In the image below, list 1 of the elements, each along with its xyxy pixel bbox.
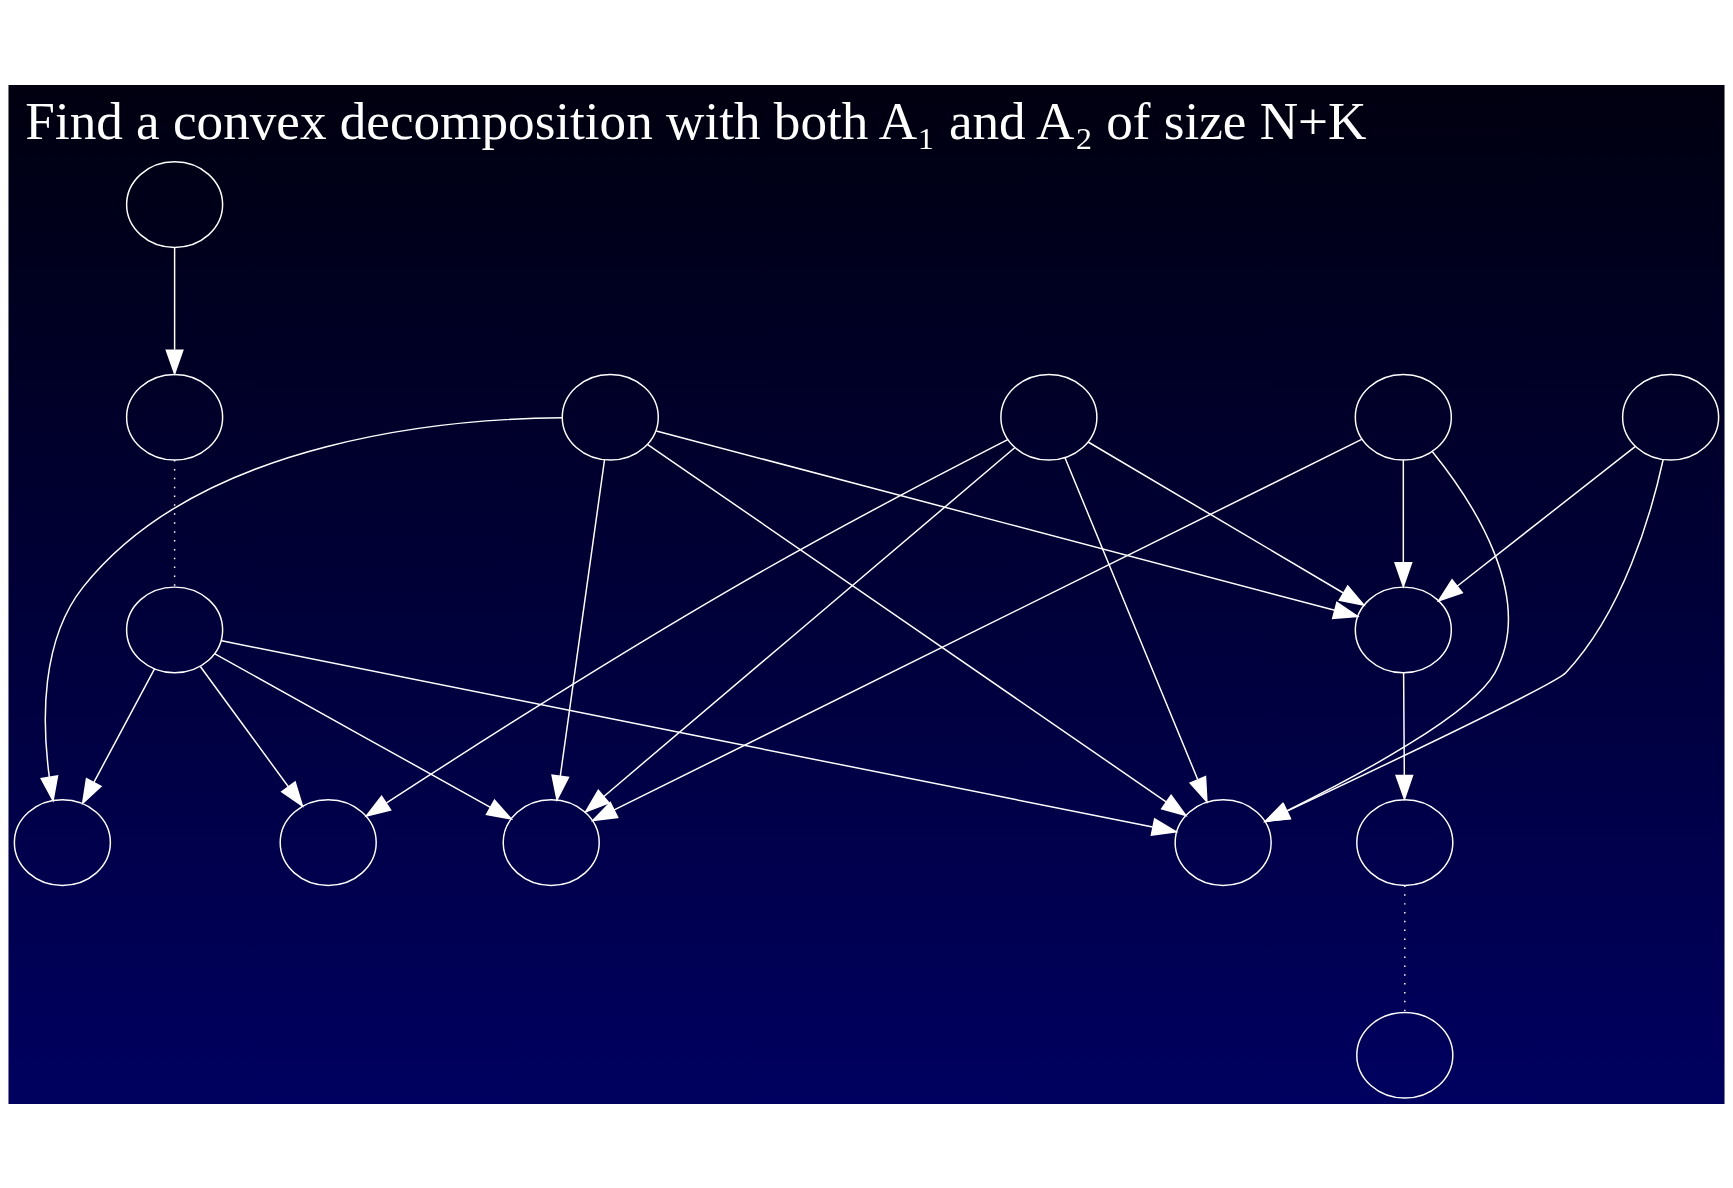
- diagram-title: Find a convex decomposition with both A₁ and A₂ of size N+K: [25, 91, 1367, 150]
